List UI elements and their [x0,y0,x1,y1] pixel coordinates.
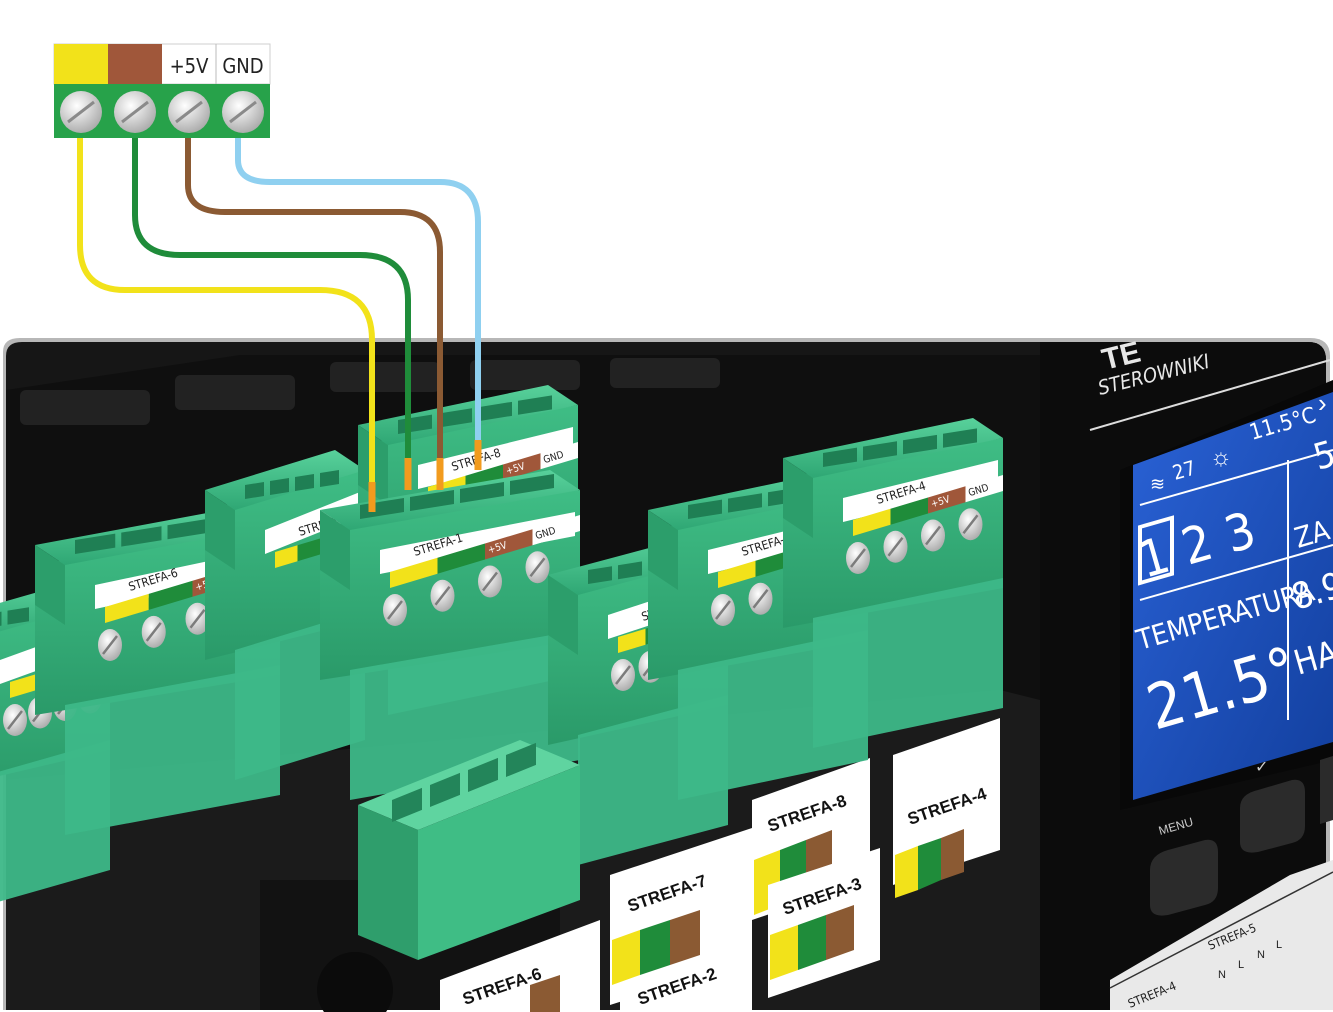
screw-icon [3,704,27,736]
screw-icon [958,508,983,541]
screw-icon [98,629,122,661]
wire-blue [235,127,481,463]
connector-legend: +5V GND [53,43,271,85]
screw-icon [141,615,166,648]
controller-face: STEROWNIKI TE ≋ 27 ☼ 11.5°C › 1 2 3 5 ZA… [1040,335,1333,1011]
legend-gnd: GND [222,54,263,78]
menu-button[interactable] [1150,839,1218,916]
terminal-blocks: A-5+5VGNDSTREFA-6+5VGNDSTREFA-7+5VGNDSTR… [0,385,1003,960]
zone-selection-box [1138,515,1174,586]
screw-icon [921,519,945,552]
screw-icon [711,594,735,626]
screw-icon [478,565,502,598]
weather-icon: ☼ [1210,444,1232,471]
wire-yellow [77,127,375,508]
connector-block [54,84,270,138]
check-label: ✓ [1255,759,1268,776]
pin-l-2: L [1276,939,1282,951]
wifi-icon: ≋ [1150,474,1165,494]
screw-icon [60,91,102,133]
arrow-icon: › [1318,388,1327,418]
screw-icon [846,542,870,574]
screw-icon [883,530,908,563]
yellow-swatch [54,44,108,84]
confirm-button[interactable] [1240,779,1305,853]
brown-swatch [108,44,162,84]
wire-brown [185,127,443,483]
wire-ferrules [368,440,482,512]
screw-icon [611,659,635,691]
screw-icon [748,582,773,615]
lcd-screen [1133,392,1333,800]
screw-icon [430,579,455,612]
pin-n-2: N [1257,949,1265,961]
pin-n-1: N [1218,969,1226,981]
legend-plus5v: +5V [170,54,210,78]
screw-icon [525,551,550,584]
pin-l-1: L [1238,959,1244,971]
empty-socket [358,740,580,960]
wires [77,127,481,508]
housing-labels: STREFA-8 STREFA-4 STREFA-7 STREFA-3 STRE… [440,718,1000,1012]
screw-icon [168,91,210,133]
screw-icon [383,594,407,626]
screw-icon [222,91,264,133]
screw-icon [114,91,156,133]
wire-green [132,127,411,483]
screw-icon [185,602,210,635]
